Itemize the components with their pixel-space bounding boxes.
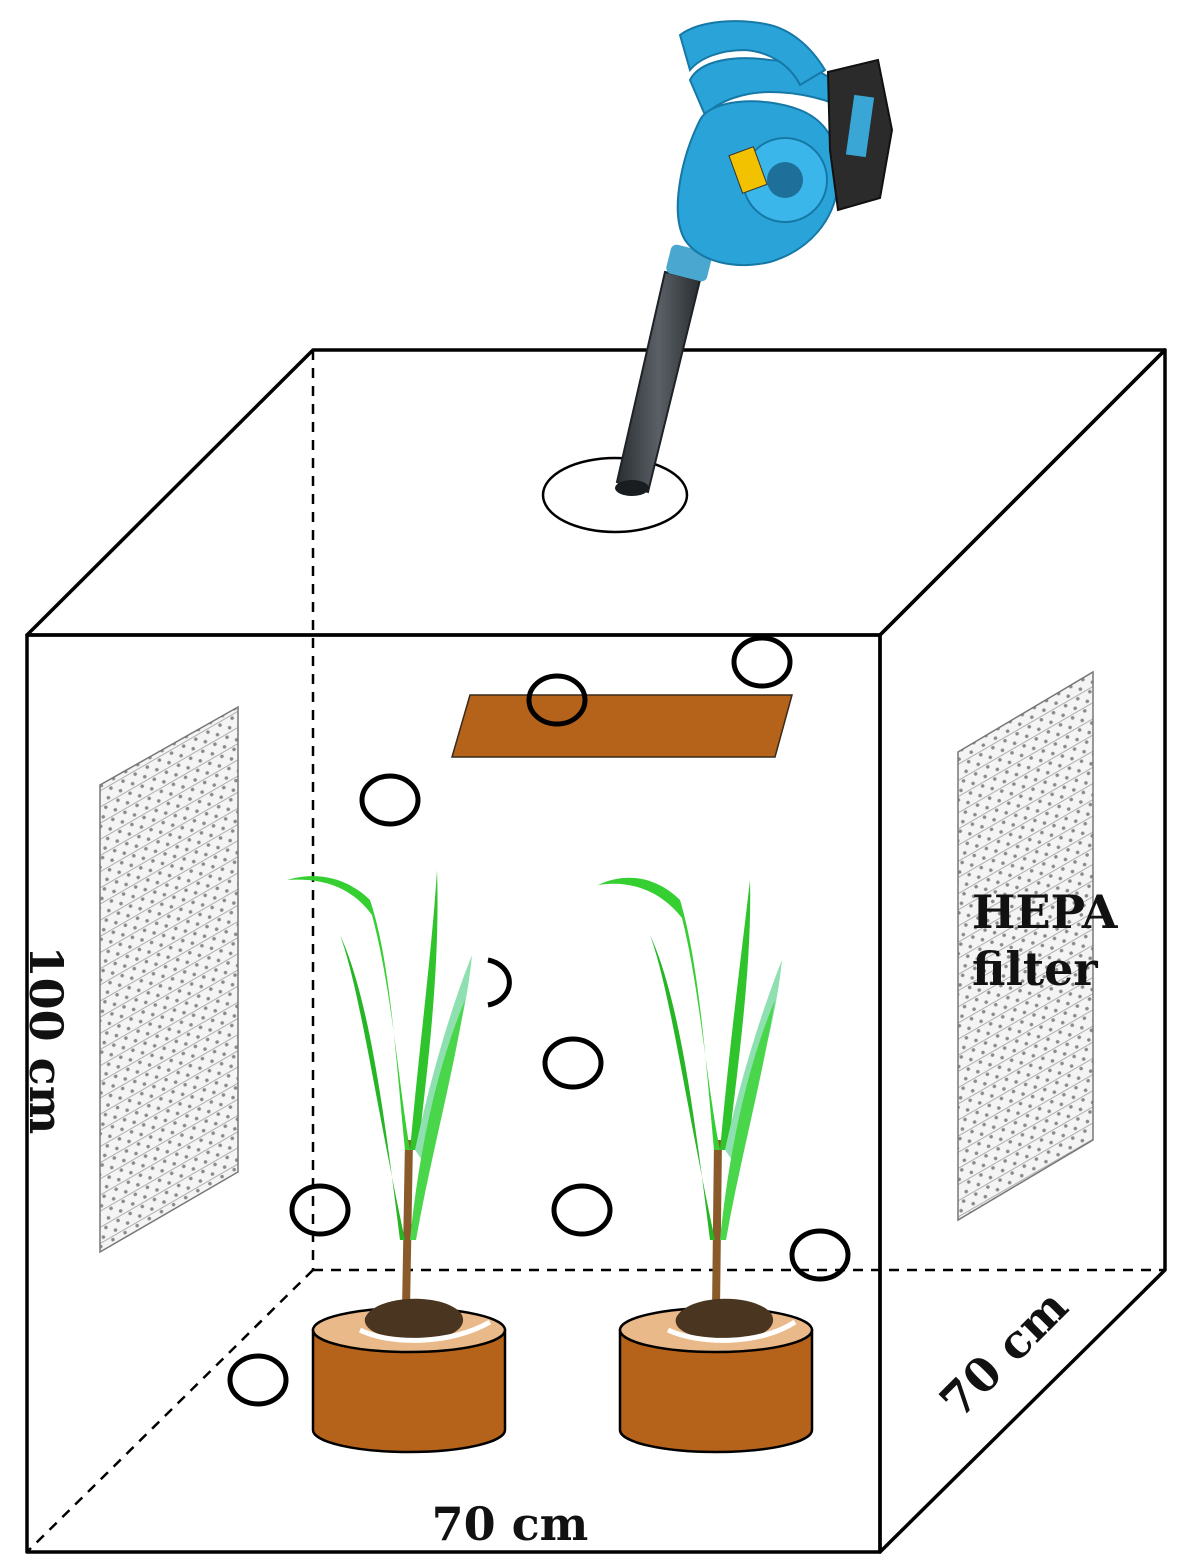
chamber-box [25,348,1167,1554]
circle-sampler-icon [487,957,512,1008]
filter-label-line1: HEPA [972,885,1119,939]
circle-sampler-icon [551,1183,613,1237]
depth-label: 70 cm [929,1279,1078,1428]
right-face [878,348,1167,1554]
hepa-filter-left [99,705,239,1254]
hidden-edges [26,350,1165,1553]
corn-seedling-icon [598,877,782,1311]
leaf-blower-icon [615,20,894,496]
back-depth-edge [26,1269,314,1553]
corn-seedling-icon [287,870,472,1311]
circle-sampler-icon [789,1228,851,1282]
circle-sampler-icon [289,1183,351,1237]
circle-sampler-icon [731,635,793,689]
sampler-points [227,635,851,1407]
top-face [25,348,1167,637]
circle-sampler-icon [526,673,588,727]
pot-left [311,1298,507,1454]
height-label: 100 cm [19,946,73,1135]
pot-right [618,1298,814,1454]
circle-sampler-icon [542,1036,604,1090]
plant-left [287,870,507,1454]
filter-label-line2: filter [972,942,1098,996]
plant-right [598,877,814,1454]
collection-plate [451,694,793,758]
width-label: 70 cm [432,1497,589,1551]
circle-sampler-icon [359,773,421,827]
hepa-filter-right [957,670,1094,1222]
inlet-hole [541,456,689,534]
circle-sampler-icon [227,1353,289,1407]
